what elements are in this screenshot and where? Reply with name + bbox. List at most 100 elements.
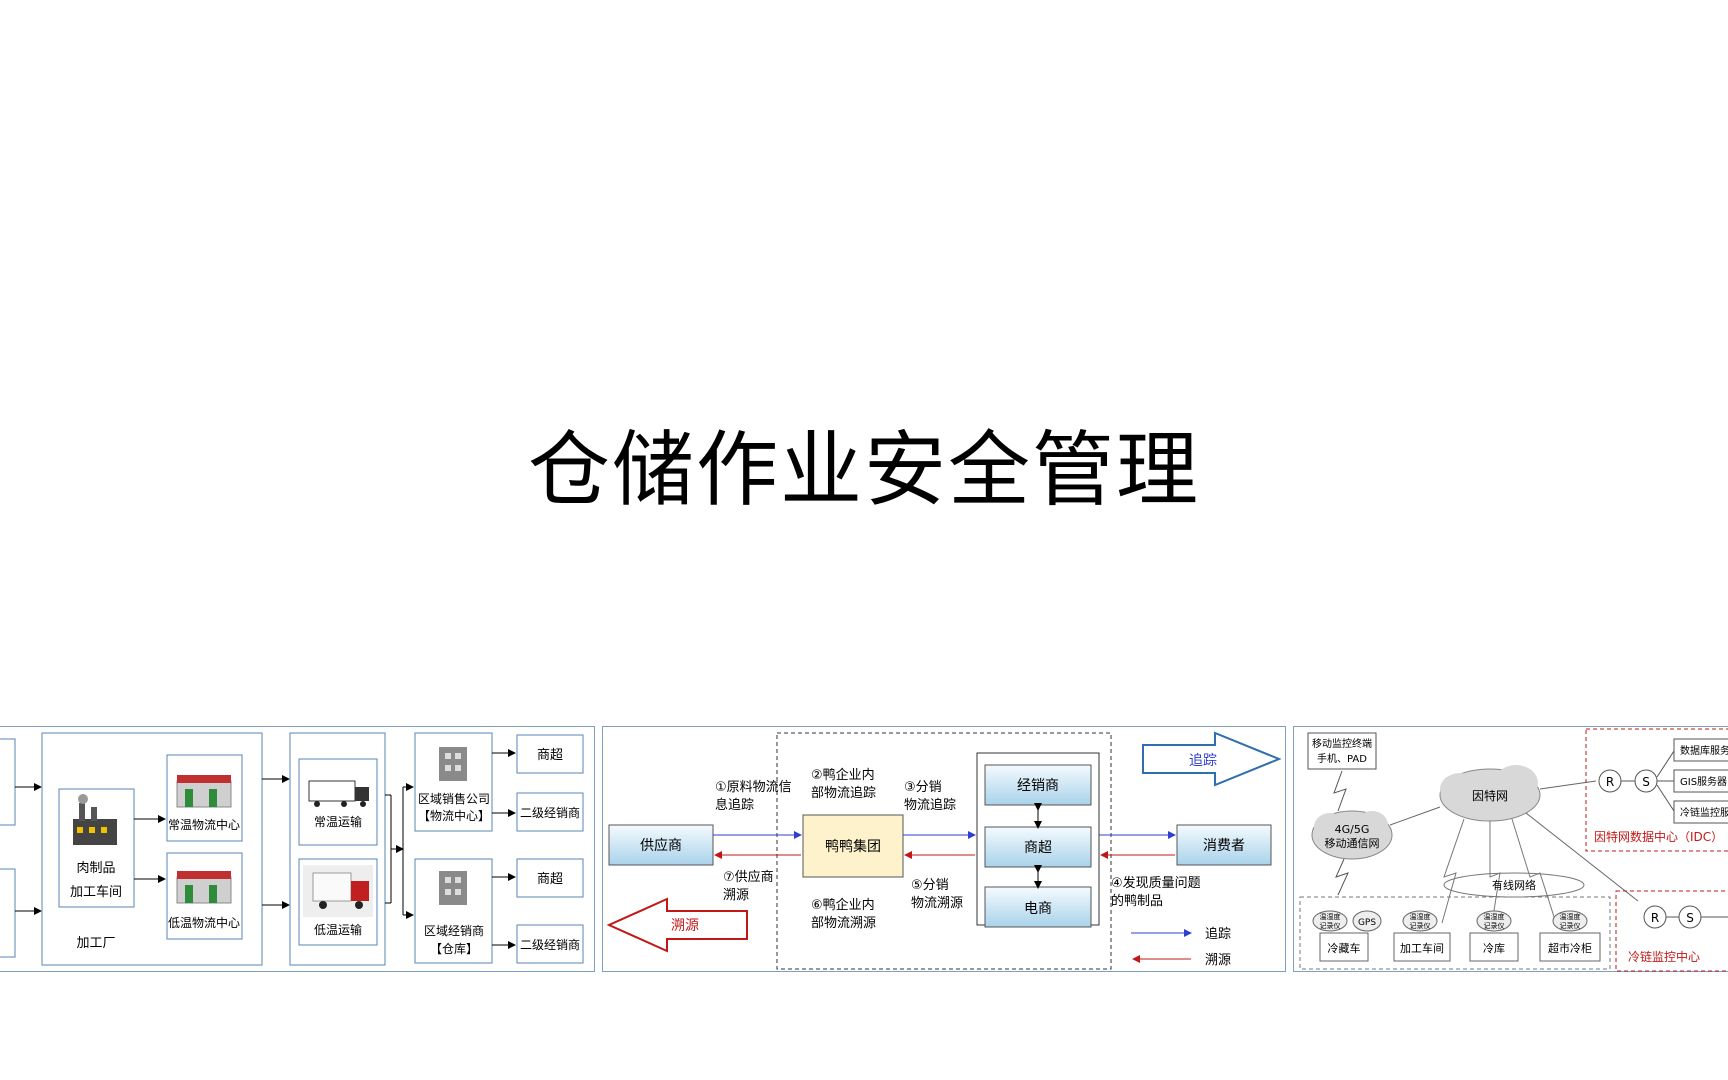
supermarket-box-1 xyxy=(516,734,584,774)
diagram-text: 记录仪 xyxy=(1484,922,1505,930)
devices-group xyxy=(1299,896,1611,970)
mobile-network-cloud xyxy=(1311,810,1393,860)
wired-label: 有线网络 xyxy=(1492,878,1536,892)
cold-monitor-box xyxy=(1673,800,1728,824)
factory-icon xyxy=(73,794,117,845)
workshop-label: 加工车间 xyxy=(1400,941,1444,955)
dealer-label: 经销商 xyxy=(1017,778,1059,794)
step7-label-b: 溯源 xyxy=(723,887,749,903)
gis-server-box xyxy=(1673,769,1728,793)
source-arrow-label: 溯源 xyxy=(671,918,699,934)
dealer2-label-2: 二级经销商 xyxy=(520,937,580,952)
ecommerce-label: 电商 xyxy=(1024,901,1052,917)
step2-label-b: 部物流追踪 xyxy=(811,785,876,801)
supplier-node xyxy=(608,824,714,866)
idc-group xyxy=(1585,728,1728,852)
consumer-label: 消费者 xyxy=(1203,838,1245,854)
normal-transport-label: 常温运输 xyxy=(314,814,362,829)
building-icon-1 xyxy=(439,747,467,781)
supermarket-node xyxy=(984,826,1092,868)
diagram-text: 记录仪 xyxy=(1410,922,1431,930)
diagram-text: 记录仪 xyxy=(1320,922,1341,930)
meat-workshop-label: 加工车间 xyxy=(70,884,122,900)
fridge-truck-label: 冷藏车 xyxy=(1328,941,1361,955)
wireless-link-2 xyxy=(1335,858,1349,896)
step3-label-b: 物流追踪 xyxy=(904,797,956,813)
building-icon-2 xyxy=(439,871,467,905)
mobile-terminal-box xyxy=(1307,732,1377,770)
supermarket-label-1: 商超 xyxy=(537,748,563,763)
step6-label-b: 部物流溯源 xyxy=(811,915,876,931)
regional-sales-box xyxy=(414,732,493,832)
supermarket-label: 商超 xyxy=(1024,840,1052,856)
step3-label-a: ③分销 xyxy=(904,780,942,795)
cold-storage-label: 冷库 xyxy=(1483,942,1505,955)
dealer2-label-1: 二级经销商 xyxy=(520,805,580,820)
regional-sales-label: 区域销售公司 xyxy=(418,791,490,806)
regional-dealer-label: 区域经销商 xyxy=(424,923,484,938)
legend-trace-label: 追踪 xyxy=(1205,926,1231,942)
wireless-link-1 xyxy=(1333,770,1347,812)
cold-storage-unit: 温湿度 记录仪 冷库 xyxy=(1469,910,1519,962)
r1-label: R xyxy=(1606,775,1614,789)
legend-source-label: 溯源 xyxy=(1205,952,1231,968)
step6-label-a: ⑥鸭企业内 xyxy=(811,897,875,913)
dealer-node xyxy=(984,764,1092,806)
step5-label-a: ⑤分销 xyxy=(911,878,949,893)
cold-center-label: 冷链监控中心 xyxy=(1628,949,1700,964)
supermarket-label-2: 商超 xyxy=(537,872,563,887)
cold-chain-network-panel: 移动监控终端 手机、PAD 4G/5G 移动通信网 因特网 有线网络 R S 数… xyxy=(1293,726,1728,972)
market-cabinet-label: 超市冷柜 xyxy=(1548,941,1592,955)
group-label: 鸭鸭集团 xyxy=(825,838,881,855)
step5-label-b: 物流溯源 xyxy=(911,895,963,911)
diagram-text: 温湿度 xyxy=(1410,912,1431,921)
gps-label: GPS xyxy=(1358,918,1376,928)
internet-label: 因特网 xyxy=(1472,788,1508,803)
step4-label-b: 的鸭制品 xyxy=(1111,893,1163,909)
supply-flow-panel: 肉制品 加工车间 加工厂 常温物流中心 低温物流中心 常温运输 低温运输 xyxy=(0,726,595,972)
low-temp-center-box xyxy=(166,852,243,940)
r2-label: R xyxy=(1651,911,1659,925)
warehouse-icon-1 xyxy=(176,775,232,808)
db-server-box xyxy=(1673,738,1728,762)
mobile-terminal-label-a: 移动监控终端 xyxy=(1312,737,1372,750)
mobile-terminal-label-b: 手机、PAD xyxy=(1317,752,1367,765)
step2-label-a: ②鸭企业内 xyxy=(811,767,875,783)
step1-label-b: 息追踪 xyxy=(715,797,754,813)
step4-label-a: ④发现质量问题 xyxy=(1111,875,1201,891)
mobile-net-label-b: 移动通信网 xyxy=(1325,837,1380,850)
normal-temp-center-box xyxy=(166,754,243,842)
slide-title: 仓储作业安全管理 xyxy=(527,423,1200,518)
step7-label-a: ⑦供应商 xyxy=(723,869,774,885)
consumer-node xyxy=(1176,824,1272,866)
logistics-center-label: 【物流中心】 xyxy=(418,808,490,823)
cold-center-group xyxy=(1615,890,1728,972)
trace-big-arrow xyxy=(1142,731,1282,787)
regional-dealer-box xyxy=(414,858,493,964)
s2-label: S xyxy=(1686,911,1694,925)
cold-chain-network-diagram: 移动监控终端 手机、PAD 4G/5G 移动通信网 因特网 有线网络 R S 数… xyxy=(1299,728,1728,972)
transport-group xyxy=(289,732,386,966)
trace-source-diagram: 追踪 溯源 供应商 鸭鸭集团 经销商 商超 电商 消费者 ①原料物流信 息追踪 … xyxy=(606,731,1282,970)
market-cabinet-unit: 温湿度 记录仪 超市冷柜 xyxy=(1539,910,1601,962)
dealer2-box-1 xyxy=(516,792,584,832)
diagram-text: 温湿度 xyxy=(1484,912,1505,921)
meat-workshop-box xyxy=(58,788,135,908)
truck-icon-1 xyxy=(308,780,369,807)
ecommerce-node xyxy=(984,886,1092,928)
group-node xyxy=(802,814,904,878)
factory-caption: 加工厂 xyxy=(76,936,115,951)
supermarket-box-2 xyxy=(516,858,584,898)
fridge-truck-unit: 温湿度 记录仪 GPS 冷藏车 xyxy=(1312,910,1382,962)
supply-flow-diagram: 肉制品 加工车间 加工厂 常温物流中心 低温物流中心 常温运输 低温运输 xyxy=(0,732,584,966)
diagram-text: 温湿度 xyxy=(1560,912,1581,921)
internet-cloud xyxy=(1439,765,1541,822)
source-box-2 xyxy=(0,868,16,958)
db-server-label: 数据库服务 xyxy=(1680,744,1728,757)
workshop-unit: 温湿度 记录仪 加工车间 xyxy=(1393,910,1451,962)
truck-icon-2 xyxy=(303,865,373,917)
idc-label: 因特网数据中心（IDC） xyxy=(1594,829,1723,844)
mobile-net-label-a: 4G/5G xyxy=(1335,823,1370,836)
normal-transport-box xyxy=(298,758,378,846)
diagram-text: 记录仪 xyxy=(1560,922,1581,930)
